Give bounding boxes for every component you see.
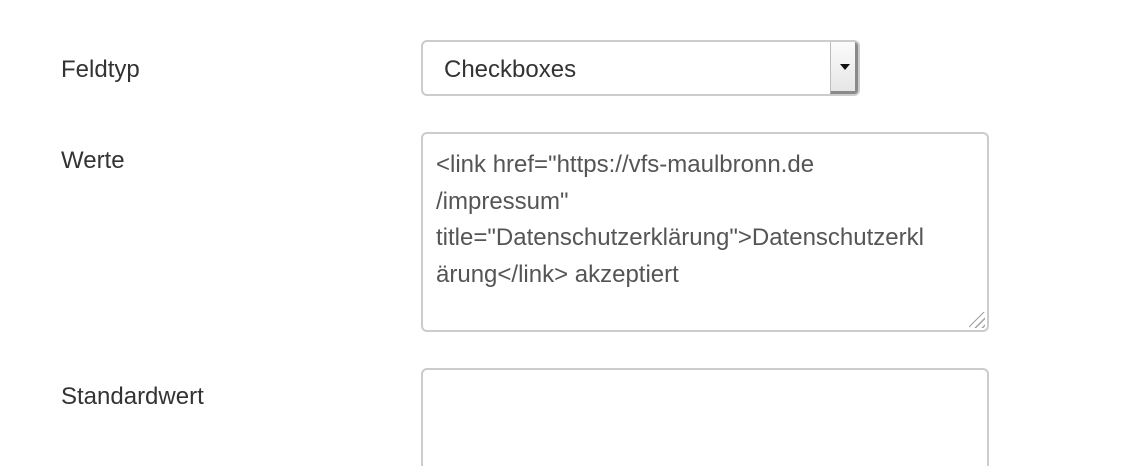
- feldtyp-select[interactable]: Checkboxes: [421, 40, 860, 96]
- chevron-down-icon[interactable]: [830, 42, 858, 94]
- standardwert-textarea[interactable]: [421, 368, 989, 466]
- werte-textarea-content: <link href="https://vfs-maulbronn.de /im…: [436, 151, 924, 288]
- feldtyp-label: Feldtyp: [61, 56, 140, 83]
- werte-textarea[interactable]: <link href="https://vfs-maulbronn.de /im…: [421, 132, 989, 332]
- feldtyp-select-value: Checkboxes: [444, 56, 577, 83]
- werte-label: Werte: [61, 147, 125, 174]
- standardwert-label: Standardwert: [61, 383, 204, 410]
- resize-grip-icon[interactable]: [969, 312, 985, 328]
